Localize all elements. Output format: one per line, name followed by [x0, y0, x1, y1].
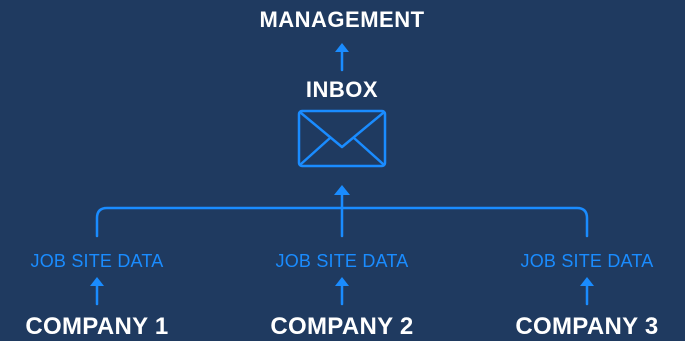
company-2-label: COMPANY 2 — [270, 313, 414, 340]
arrowhead-data-1 — [90, 277, 104, 286]
arrowhead-data-3 — [580, 277, 594, 286]
job-site-data-label-3: JOB SITE DATA — [520, 251, 654, 271]
arrowhead-management — [335, 43, 349, 52]
arrowhead-inbox — [334, 185, 350, 195]
job-site-data-label-1: JOB SITE DATA — [30, 251, 164, 271]
company-3-label: COMPANY 3 — [515, 313, 659, 340]
inbox-label: INBOX — [305, 77, 379, 102]
envelope-icon — [297, 109, 387, 168]
arrowhead-data-2 — [335, 277, 349, 286]
company-1-label: COMPANY 1 — [25, 313, 169, 340]
management-label: MANAGEMENT — [259, 7, 425, 32]
job-site-data-label-2: JOB SITE DATA — [275, 251, 409, 271]
